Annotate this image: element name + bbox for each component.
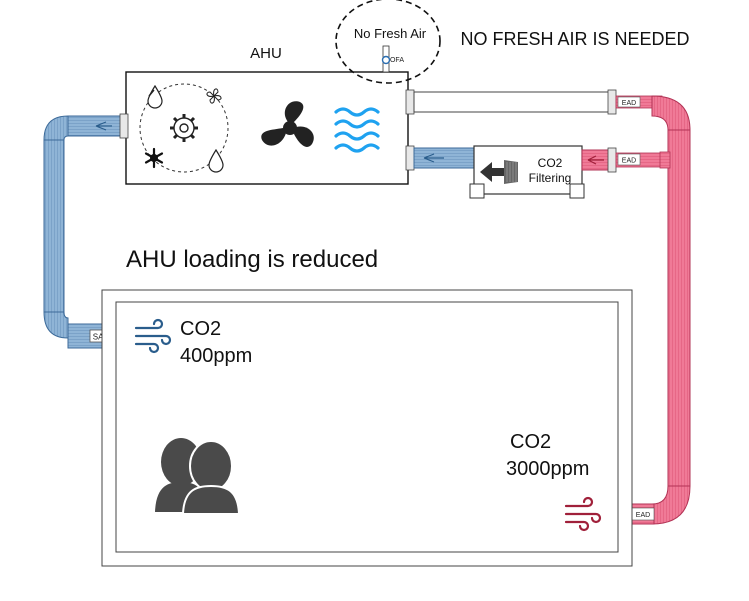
ead-tag-mid: EAD (622, 158, 636, 165)
ead-mid-box (617, 153, 641, 166)
sad-tag: SAD (93, 333, 110, 342)
people-icon (155, 438, 241, 515)
supply-co2-value: 400ppm (180, 345, 252, 367)
exhaust-wind-icon (564, 496, 602, 532)
ofa-damper (381, 55, 391, 65)
ahu-exhaust-flange (405, 89, 415, 115)
fan-icon (261, 101, 314, 147)
no-fresh-air-label: No Fresh Air (354, 26, 427, 41)
room-co2-value: 3000ppm (506, 458, 589, 480)
room-co2-label: CO2 (510, 431, 551, 453)
return-duct (623, 95, 691, 525)
ead-tag-bottom: EAD (636, 512, 650, 519)
water-drop-icon-2 (208, 148, 224, 173)
ead-top-box (617, 96, 641, 108)
control-cycle (139, 83, 229, 173)
no-fresh-air-needed: NO FRESH AIR IS NEEDED (460, 29, 689, 49)
heat-waves-icon (334, 107, 380, 153)
arrow-left-icon (480, 162, 504, 182)
ead-tag-top: EAD (622, 100, 636, 107)
ahu-label: AHU (250, 45, 282, 62)
ahu-unit (125, 71, 409, 185)
small-fan-icon (206, 88, 222, 104)
supply-wind-icon (134, 318, 172, 354)
snowflake-icon (144, 147, 164, 169)
ofa-tag: OFA (390, 57, 404, 64)
co2-filter-line1: CO2 (538, 156, 563, 170)
ahu-return-flange (405, 145, 415, 171)
exhaust-bypass-duct (413, 89, 617, 115)
no-fresh-air-circle (335, 0, 441, 84)
loading-reduced-text: AHU loading is reduced (126, 246, 378, 273)
co2-filter-line2: Filtering (529, 171, 572, 185)
supply-co2-label: CO2 (180, 318, 221, 340)
ahu-supply-flange (119, 113, 129, 139)
gear-icon (170, 114, 198, 142)
co2-filter-unit: CO2 Filtering (469, 145, 585, 199)
ead-mid-flange (607, 147, 617, 173)
water-drop-icon (147, 84, 163, 109)
filtered-return-duct (413, 147, 477, 169)
